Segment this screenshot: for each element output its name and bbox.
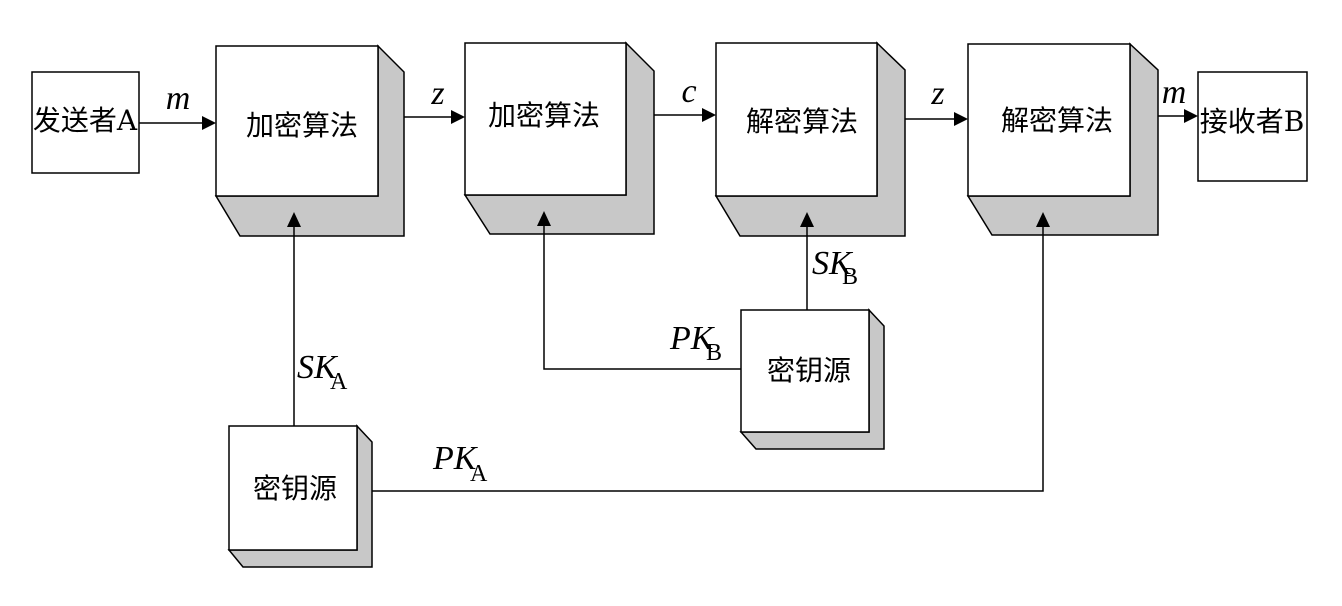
label-z1: z — [430, 75, 444, 112]
keysource-b-label: 密钥源 — [767, 354, 851, 387]
flow-arrow-c — [654, 108, 716, 122]
label-m-in: m — [166, 80, 191, 117]
label-pk-b-sub: B — [706, 340, 722, 366]
receiver-box: 接收者B — [1197, 71, 1308, 182]
label-pk-b: PK B — [669, 320, 722, 366]
receiver-label: 接收者B — [1200, 105, 1305, 138]
flow-arrow-z2 — [905, 112, 968, 126]
label-z2: z — [930, 75, 944, 112]
sender-label: 发送者A — [33, 104, 138, 137]
label-sk-b-main: SK — [812, 245, 854, 282]
arrow-pk-a — [372, 212, 1050, 492]
label-m-out: m — [1162, 74, 1187, 111]
decrypt-1-label: 解密算法 — [746, 105, 858, 138]
flow-arrow-m-in — [139, 116, 216, 130]
label-sk-a-sub: A — [330, 369, 348, 395]
arrow-pk-b — [537, 211, 741, 370]
encrypt-2-label: 加密算法 — [488, 99, 600, 132]
encrypt-block-2: 加密算法 — [463, 41, 655, 235]
label-pk-a: PK A — [432, 440, 488, 487]
decrypt-block-1: 解密算法 — [714, 41, 906, 237]
label-sk-b: SK B — [812, 245, 858, 290]
keysource-a-block: 密钥源 — [227, 424, 373, 568]
arrow-sk-a — [287, 212, 301, 426]
label-pk-b-main: PK — [669, 320, 716, 357]
decrypt-block-2: 解密算法 — [966, 42, 1159, 236]
label-pk-a-sub: A — [470, 461, 488, 487]
label-c: c — [681, 73, 696, 110]
keysource-a-label: 密钥源 — [253, 472, 337, 505]
label-sk-a: SK A — [297, 349, 348, 395]
decrypt-2-label: 解密算法 — [1001, 104, 1113, 137]
encrypt-block-1: 加密算法 — [214, 44, 405, 237]
flow-arrow-z1 — [404, 110, 465, 124]
label-sk-b-sub: B — [842, 264, 858, 290]
keysource-b-block: 密钥源 — [739, 308, 885, 450]
label-pk-a-main: PK — [432, 440, 479, 477]
arrow-sk-b — [800, 212, 814, 310]
encrypt-1-label: 加密算法 — [246, 109, 358, 142]
flow-arrow-m-out — [1158, 109, 1198, 123]
sender-box: 发送者A — [31, 71, 140, 174]
label-sk-a-main: SK — [297, 349, 339, 386]
